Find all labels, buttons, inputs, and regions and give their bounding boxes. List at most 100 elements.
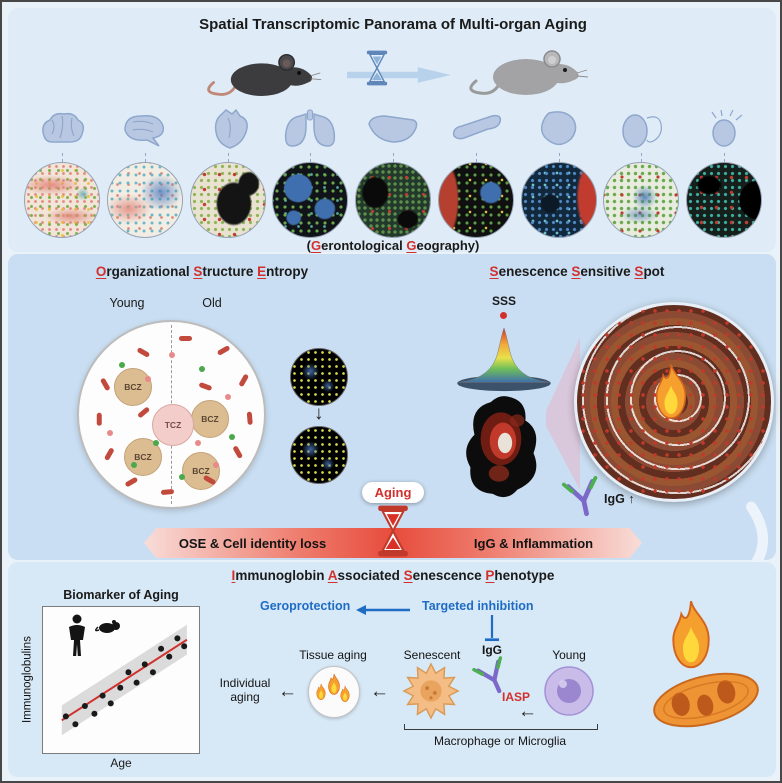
bcz-zone: BCZ [191,400,229,438]
connector-line [559,153,560,162]
sss-label: SSS [491,294,516,308]
aging-pill: Aging [362,482,424,503]
bcz-zone: BCZ [114,368,152,406]
ose-title-text: tructure [202,264,258,279]
bacteria-rod [160,489,175,496]
bacteria-rod [179,336,192,341]
cell-dot [195,440,201,446]
iasp-label: IASP [502,690,531,704]
organ-liver-icon [368,115,418,143]
targeted-inhibition-label: Targeted inhibition [422,599,534,613]
gerontological-geography-caption: (Gerontological Geography) [2,238,780,253]
iasp-title-letter: A [327,568,338,583]
sss-title-text: enescence [498,264,572,279]
iasp-title-letter: P [485,568,495,583]
cell-dot [107,430,113,436]
banner-left-text: OSE & Cell identity loss [178,535,327,551]
ose-title-letter: S [193,264,203,279]
macrophage-label: Macrophage or Microglia [433,734,567,748]
aging-chart-plot [61,624,188,736]
tissue-heatmap [466,396,537,498]
bcz-label: BCZ [124,382,142,392]
cell-dot [131,462,137,468]
organ-spleen-icon [540,111,577,146]
bcz-label: BCZ [201,414,219,424]
organ-pancreas-icon [452,114,502,140]
big-flame-icon [672,600,710,669]
mitochondria-icon [653,672,759,728]
young-mouse-icon [207,53,322,97]
cell-dot [179,474,185,480]
organ-testis-icon [622,114,662,148]
chart-title: Biomarker of Aging [63,588,179,602]
iasp-title-text: ssociated [337,568,404,583]
biomarker-chart [42,606,200,754]
bacteria-rod [137,406,150,419]
caption-text: erontological [321,238,407,253]
spatial-spot-heart [190,162,266,238]
senescent-cell-icon [402,662,460,720]
iasp-title-text: enescence [412,568,486,583]
connector-line [393,153,394,162]
individual-aging-label: Individual aging [219,676,271,705]
cell-dot [225,394,231,400]
cell-dot [213,462,219,468]
organ-brainstem-icon [124,114,165,147]
left-arrow-icon: ← [518,701,537,722]
spatial-spot-brain [24,162,100,238]
old-mouse-icon [469,50,589,95]
iasp-title-letter: S [403,568,413,583]
inhibition-bar-icon [484,615,500,642]
bacteria-rod [232,445,243,460]
sss-title: Senescence Sensitive Spot [397,264,757,279]
small-flame-icon [340,685,350,703]
cell-dot [229,434,235,440]
connector-line [641,153,642,162]
iasp-title-text: mmunoglobin [235,568,328,583]
connector-line [476,153,477,162]
sss-title-letter: S [489,264,499,279]
sss-title-letter: S [571,264,581,279]
cell-dot [119,362,125,368]
bacteria-rod [198,381,213,391]
spatial-spot-lung [272,162,348,238]
connector-line [228,153,229,162]
cell-dot [145,376,151,382]
bcz-label: BCZ [192,466,210,476]
cell-dot [153,440,159,446]
human-silhouette-icon [69,614,85,656]
old-label: Old [202,296,222,310]
sss-title-text: ensitive [580,264,635,279]
bacteria-rod [124,477,139,488]
young-cell-label: Young [552,648,586,662]
macrophage-bracket [404,724,598,730]
spatial-spot-testis [603,162,679,238]
cell-dot [169,352,175,358]
sss-title-letter: S [634,264,644,279]
left-arrow-icon: ← [278,681,297,702]
caption-paren: ( [306,238,311,253]
geroprotection-label: Geroprotection [260,599,351,613]
spatial-spot-brainstem [107,162,183,238]
connector-line [310,153,311,162]
tcz-zone: TCZ [152,404,194,446]
inflammation-flame-icon [655,363,687,419]
young-label: Young [109,296,145,310]
spatial-spot-ovary [686,162,762,238]
caption-text: eography [416,238,475,253]
spatial-spot-pancreas [438,162,514,238]
entropy-spot-old [290,426,348,484]
spatial-spot-spleen [521,162,597,238]
left-arrow-icon: ← [370,681,389,702]
spatial-spot-liver [355,162,431,238]
hourglass-red-icon [378,505,408,557]
ose-circle: BCZ BCZ BCZ BCZ TCZ [77,320,266,509]
chart-xlabel: Age [110,756,132,770]
iasp-title-text: henotype [494,568,555,583]
page-title: Spatial Transcriptomic Panorama of Multi… [199,16,587,33]
connector-line [145,153,146,162]
bacteria-rod [238,373,249,388]
ose-title-text: ntropy [266,264,309,279]
connector-line [62,153,63,162]
bacteria-rod [97,412,102,426]
